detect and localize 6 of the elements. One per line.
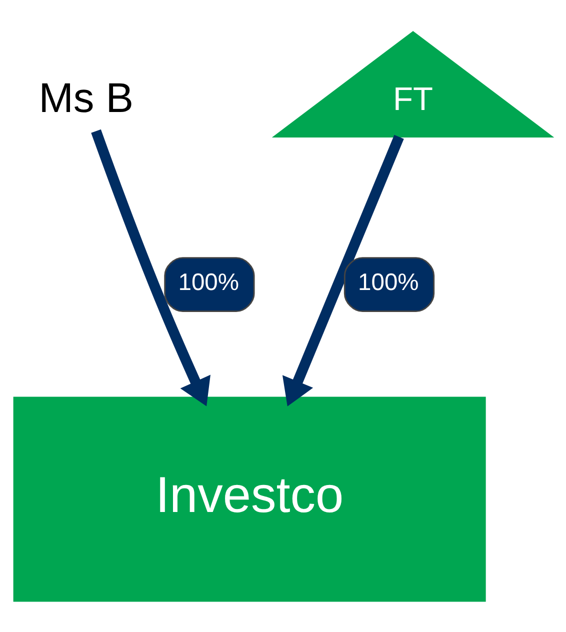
edge-label: 100% <box>358 268 419 296</box>
arrow <box>91 128 210 406</box>
edge-label: 100% <box>178 268 240 296</box>
node-box: Investco <box>13 396 486 602</box>
node-text: Ms B <box>38 74 134 121</box>
arrow <box>282 134 404 406</box>
